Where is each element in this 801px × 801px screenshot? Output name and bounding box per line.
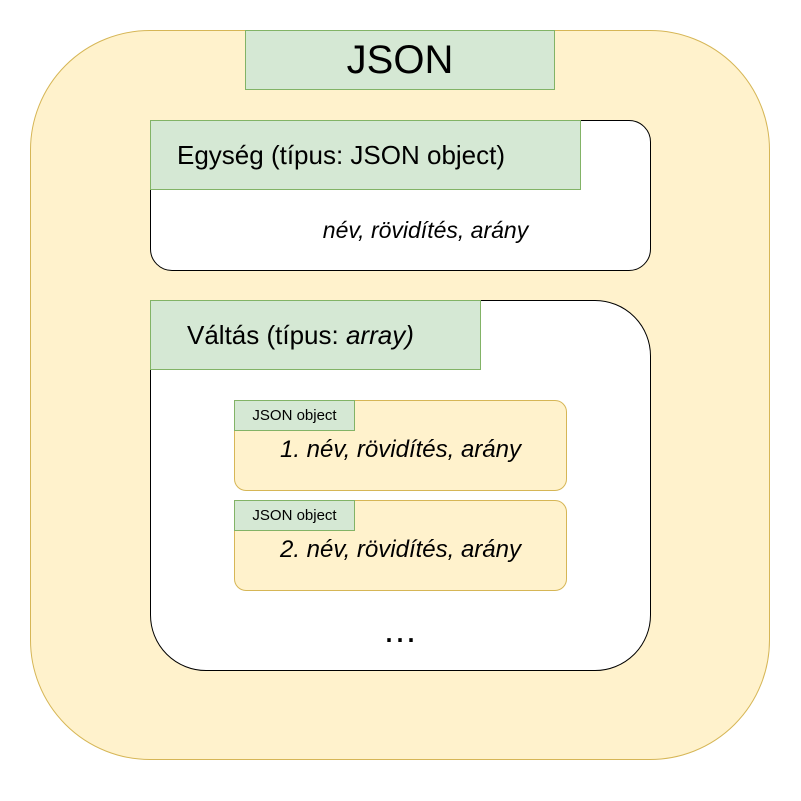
unit-label: Egység (típus: JSON object) — [150, 120, 581, 190]
json-title: JSON — [245, 30, 555, 90]
unit-label-text: Egység (típus: JSON object) — [177, 139, 506, 170]
rate-item-2-tag: JSON object — [234, 500, 355, 531]
rates-label-type: array) — [345, 319, 414, 350]
rates-label-prefix: Váltás (típus: — [187, 319, 346, 350]
rate-item-2-text: 2. név, rövidítés, arány — [279, 536, 521, 563]
more-items-ellipsis: ... — [383, 609, 417, 650]
json-title-text: JSON — [346, 37, 454, 82]
rates-label: Váltás (típus: array) — [150, 300, 481, 370]
rate-item-1-tag: JSON object — [234, 400, 355, 431]
rate-item-1-tag-text: JSON object — [252, 407, 337, 424]
rate-item-2-tag-text: JSON object — [252, 507, 337, 524]
unit-fields: név, rövidítés, arány — [322, 216, 529, 243]
rate-item-1-text: 1. név, rövidítés, arány — [279, 436, 521, 463]
